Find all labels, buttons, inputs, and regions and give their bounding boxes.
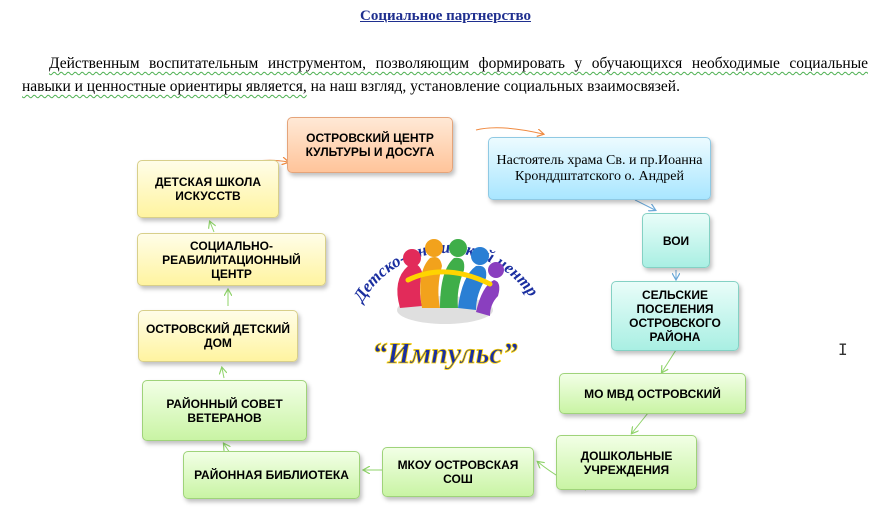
arrow-settlements-to-police	[662, 349, 677, 372]
arrow-police-to-preschool	[632, 412, 649, 433]
arrow-rehab-to-art-school	[210, 222, 214, 233]
logo-name-text: “Импульс”	[372, 337, 518, 370]
intro-paragraph-part2: на наш взгляд, установление социальных в…	[306, 78, 680, 95]
arrow-priest-to-voi	[634, 199, 655, 210]
center-logo: Детско-юношеский центр “Импульс”	[348, 238, 542, 371]
arrow-culture-to-priest	[475, 127, 543, 134]
partner-culture-center: ОСТРОВСКИЙ ЦЕНТР КУЛЬТУРЫ И ДОСУГА	[287, 117, 453, 173]
partner-voi: ВОИ	[642, 213, 710, 268]
partner-church-rector: Настоятель храма Св. и пр.Иоанна Кронддш…	[488, 137, 711, 200]
partner-district-library: РАЙОННАЯ БИБЛИОТЕКА	[183, 451, 360, 499]
page-title: Социальное партнерство	[360, 8, 531, 24]
partner-rural-settlements: СЕЛЬСКИЕ ПОСЕЛЕНИЯ ОСТРОВСКОГО РАЙОНА	[611, 281, 739, 351]
partner-police-department: МО МВД ОСТРОВСКИЙ	[559, 373, 746, 414]
partner-orphanage: ОСТРОВСКИЙ ДЕТСКИЙ ДОМ	[138, 310, 298, 362]
arrow-veterans-to-orphanage	[222, 368, 224, 379]
people-circle-icon	[397, 239, 504, 324]
partner-veterans-council: РАЙОННЫЙ СОВЕТ ВЕТЕРАНОВ	[142, 380, 307, 441]
partner-rehab-center: СОЦИАЛЬНО-РЕАБИЛИТАЦИОННЫЙ ЦЕНТР	[137, 233, 326, 286]
partner-art-school: ДЕТСКАЯ ШКОЛА ИСКУССТВ	[137, 160, 279, 218]
text-cursor-icon: I	[838, 340, 848, 359]
partner-preschools: ДОШКОЛЬНЫЕ УЧРЕЖДЕНИЯ	[556, 435, 697, 490]
partner-secondary-school: МКОУ ОСТРОВСКАЯ СОШ	[382, 447, 534, 497]
intro-paragraph: Действенным воспитательным инструментом,…	[22, 52, 868, 98]
intro-paragraph-part1: Действенным воспитательным инструментом,…	[22, 55, 868, 95]
